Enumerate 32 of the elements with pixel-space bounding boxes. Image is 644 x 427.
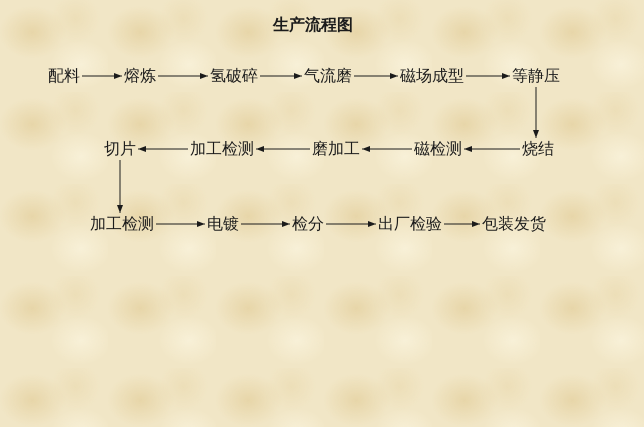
step-label: 气流磨	[304, 67, 352, 85]
arrow	[138, 146, 188, 152]
step-label: 加工检测	[190, 140, 254, 158]
step-label: 烧结	[522, 140, 554, 158]
step-label: 出厂检验	[378, 215, 442, 233]
step-label: 磨加工	[312, 140, 360, 158]
arrow	[158, 73, 208, 79]
step-label: 包装发货	[482, 215, 546, 233]
arrow	[354, 73, 398, 79]
step-label: 等静压	[512, 67, 560, 85]
arrow	[533, 86, 539, 138]
arrow	[464, 146, 520, 152]
arrow	[444, 221, 480, 227]
step-label: 熔炼	[124, 67, 156, 85]
step-label: 氢破碎	[210, 67, 258, 85]
step-label: 配料	[48, 67, 80, 85]
arrow	[256, 146, 310, 152]
arrow	[326, 221, 376, 227]
step-label: 磁场成型	[400, 67, 464, 85]
arrow	[260, 73, 302, 79]
arrow	[240, 221, 290, 227]
arrow	[117, 160, 123, 214]
step-label: 切片	[104, 140, 136, 158]
arrow	[362, 146, 412, 152]
diagram-title: 生产流程图	[273, 16, 353, 34]
arrow	[82, 73, 122, 79]
arrow	[466, 73, 510, 79]
arrow	[156, 221, 206, 227]
step-label: 磁检测	[414, 140, 462, 158]
step-label: 电镀	[207, 215, 239, 233]
step-label: 检分	[292, 215, 324, 233]
step-label: 加工检测	[90, 215, 154, 233]
